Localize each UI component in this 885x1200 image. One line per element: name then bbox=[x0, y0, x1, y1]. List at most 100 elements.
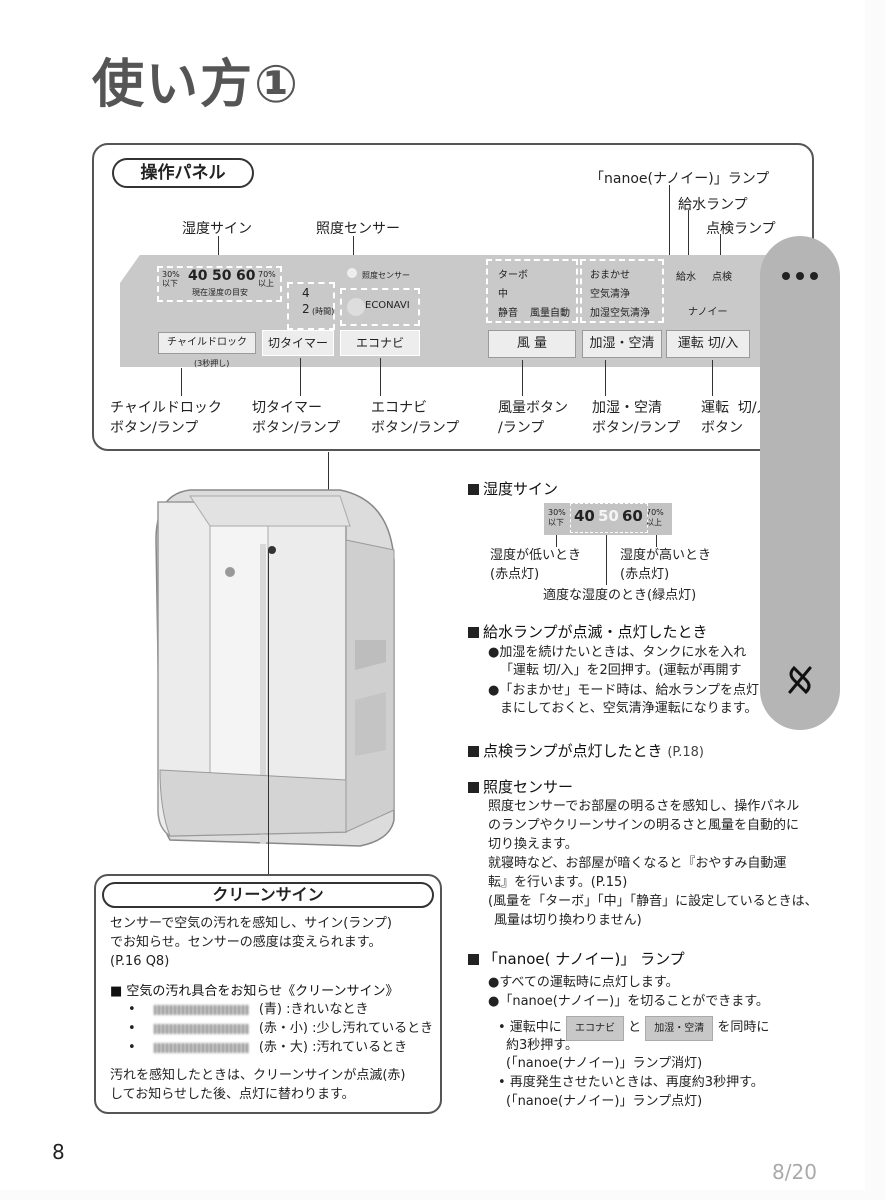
scale-40: 40 bbox=[574, 507, 595, 525]
econavi-button[interactable]: エコナビ bbox=[340, 330, 420, 356]
sensor-text: 照度センサー bbox=[362, 271, 410, 280]
water-b1: ●加湿を続けたいときは、タンクに水を入れ bbox=[488, 645, 747, 660]
econavi-icon bbox=[347, 298, 365, 316]
sensor-l2: のランプやクリーンサインの明るさと風量を自動的に bbox=[488, 818, 799, 833]
square-bullet-icon bbox=[468, 484, 479, 495]
check-lamp-callout: 点検ランプ bbox=[706, 221, 776, 237]
clean-lamp-blue bbox=[153, 1004, 249, 1015]
clean-sign-row-2: • (赤・小) :少し汚れているとき bbox=[128, 1021, 434, 1036]
leader-line bbox=[522, 360, 523, 396]
sensor-l6: (風量を「ターボ」「中」「静音」に設定しているときは、 bbox=[488, 894, 818, 909]
clean-sign-f1: 汚れを感知したときは、クリーンサインが点滅(赤) bbox=[110, 1068, 406, 1083]
sensor-l7: 風量は切り換わりません) bbox=[494, 913, 642, 928]
scale-low: 30% 以下 bbox=[548, 508, 566, 527]
timer-4: 4 bbox=[302, 286, 310, 300]
sensor-l3: 切り換えます。 bbox=[488, 837, 578, 852]
nanoe-s1: • 運転中に エコナビ と 加湿・空清 を同時に bbox=[498, 1016, 769, 1041]
timer-callout: 切タイマー ボタン/ランプ bbox=[252, 400, 341, 436]
clean-sign-title: クリーンサイン bbox=[102, 882, 434, 908]
sensor-l4: 就寝時など、お部屋が暗くなると『おやすみ自動運 bbox=[488, 856, 787, 871]
leader-line bbox=[556, 535, 557, 547]
lamp-water: 給水 bbox=[676, 272, 696, 283]
clean-sign-f2: してお知らせした後、点灯に替わります。 bbox=[110, 1087, 355, 1102]
leader-line bbox=[720, 234, 721, 270]
floating-toolbar[interactable] bbox=[760, 236, 840, 730]
econavi-label: ECONAVI bbox=[365, 300, 410, 311]
leader-line bbox=[656, 535, 657, 547]
page-number: 8 bbox=[52, 1140, 65, 1164]
lamp-check: 点検 bbox=[712, 272, 732, 283]
off-timer-button[interactable]: 切タイマー bbox=[262, 330, 334, 356]
nanoe-s1c: 約3秒押す。 bbox=[506, 1038, 578, 1053]
low-humidity-note: 湿度が低いとき (赤点灯) bbox=[490, 548, 582, 582]
mode-humid: 加湿空気清浄 bbox=[590, 308, 650, 319]
fan-quiet: 静音 bbox=[498, 308, 518, 319]
manual-page bbox=[0, 0, 865, 1190]
sensor-section-heading: 照度センサー bbox=[468, 776, 573, 797]
nanoe-section-heading: 「nanoe( ナノイー)」 ランプ bbox=[468, 948, 685, 969]
square-bullet-icon bbox=[468, 746, 479, 757]
nanoe-s2b: (「nanoe(ナノイー)」ランプ点灯) bbox=[506, 1094, 703, 1109]
light-sensor-callout: 照度センサー bbox=[316, 221, 400, 237]
clean-sign-box bbox=[94, 874, 442, 1114]
clean-sign-row-1: • (青) :きれいなとき bbox=[128, 1002, 369, 1017]
collapse-icon[interactable] bbox=[784, 662, 816, 698]
child-lock-note: (3秒押し) bbox=[194, 359, 230, 368]
clean-sign-l1: センサーで空気の汚れを感知し、サイン(ランプ) bbox=[110, 916, 392, 931]
sensor-l5: 転』を行います。(P.15) bbox=[488, 875, 628, 890]
fan-lamps bbox=[486, 259, 578, 323]
sensor-dot bbox=[347, 268, 357, 278]
econavi-button-inline: エコナビ bbox=[565, 1016, 624, 1041]
fan-callout: 風量ボタン /ランプ bbox=[498, 400, 568, 436]
leader-line bbox=[380, 358, 381, 396]
ok-humidity-note: 適度な湿度のとき(緑点灯) bbox=[543, 588, 697, 603]
humidity-range-frame bbox=[570, 503, 648, 533]
econavi-lamp-group bbox=[340, 288, 420, 326]
nanoe-b1: ●すべての運転時に点灯します。 bbox=[488, 975, 679, 990]
leader-line bbox=[300, 358, 301, 396]
leader-line bbox=[688, 210, 689, 270]
leader-line bbox=[353, 236, 354, 268]
fan-auto: 風量自動 bbox=[530, 308, 570, 319]
lamp-nanoe: ナノイー bbox=[688, 307, 728, 318]
child-lock-button[interactable]: チャイルドロック bbox=[158, 332, 256, 354]
clean-sign-row-3: • (赤・大) :汚れているとき bbox=[128, 1040, 408, 1055]
scale-60: 60 bbox=[622, 507, 643, 525]
clean-lamp-red-small bbox=[153, 1023, 249, 1034]
mode-lamps bbox=[580, 259, 664, 323]
hum-low-label: 30% 以下 bbox=[162, 270, 180, 288]
clean-sign-l3: (P.16 Q8) bbox=[110, 954, 170, 969]
fan-button[interactable]: 風 量 bbox=[488, 330, 576, 358]
mode-omakase: おまかせ bbox=[590, 270, 630, 281]
mode-callout: 加湿・空清 ボタン/ランプ bbox=[592, 400, 681, 436]
leader-line bbox=[181, 368, 182, 396]
check-section-heading: 点検ランプが点灯したとき (P.18) bbox=[468, 740, 704, 761]
nanoe-lamp-callout: 「nanoe(ナノイー)」ランプ bbox=[590, 171, 770, 187]
hum-40: 40 bbox=[188, 268, 208, 284]
nanoe-b2: ●「nanoe(ナノイー)」を切ることができます。 bbox=[488, 994, 769, 1009]
power-button[interactable]: 運転 切/入 bbox=[666, 330, 750, 358]
hum-50: 50 bbox=[212, 268, 232, 284]
leader-line bbox=[606, 535, 607, 585]
square-bullet-icon bbox=[468, 954, 479, 965]
hum-60: 60 bbox=[236, 268, 256, 284]
hum-guide-label: 現在湿度の目安 bbox=[192, 288, 248, 297]
timer-2: 2 bbox=[302, 302, 310, 316]
scale-high: 70% 以上 bbox=[646, 508, 664, 527]
timer-unit: (時間) bbox=[312, 307, 335, 316]
humidity-scale-graphic bbox=[544, 503, 672, 535]
humidity-section-heading: 湿度サイン bbox=[468, 478, 558, 499]
high-humidity-note: 湿度が高いとき (赤点灯) bbox=[620, 548, 712, 582]
more-options-icon[interactable] bbox=[778, 264, 822, 288]
square-bullet-icon bbox=[468, 627, 479, 638]
humidity-sign-callout: 湿度サイン bbox=[182, 221, 252, 237]
page-title: 使い方① bbox=[92, 55, 301, 115]
hum-high-label: 70% 以上 bbox=[258, 270, 276, 288]
timer-lamps bbox=[287, 282, 335, 330]
fan-turbo: ターボ bbox=[498, 270, 528, 281]
mode-button[interactable]: 加湿・空清 bbox=[582, 330, 662, 358]
mode-button-inline: 加湿・空清 bbox=[645, 1016, 714, 1041]
water-b1b: 「運転 切/入」を2回押す。(運転が再開す bbox=[500, 663, 742, 678]
air-purifier-illustration bbox=[155, 489, 395, 847]
square-bullet-icon bbox=[468, 782, 479, 793]
